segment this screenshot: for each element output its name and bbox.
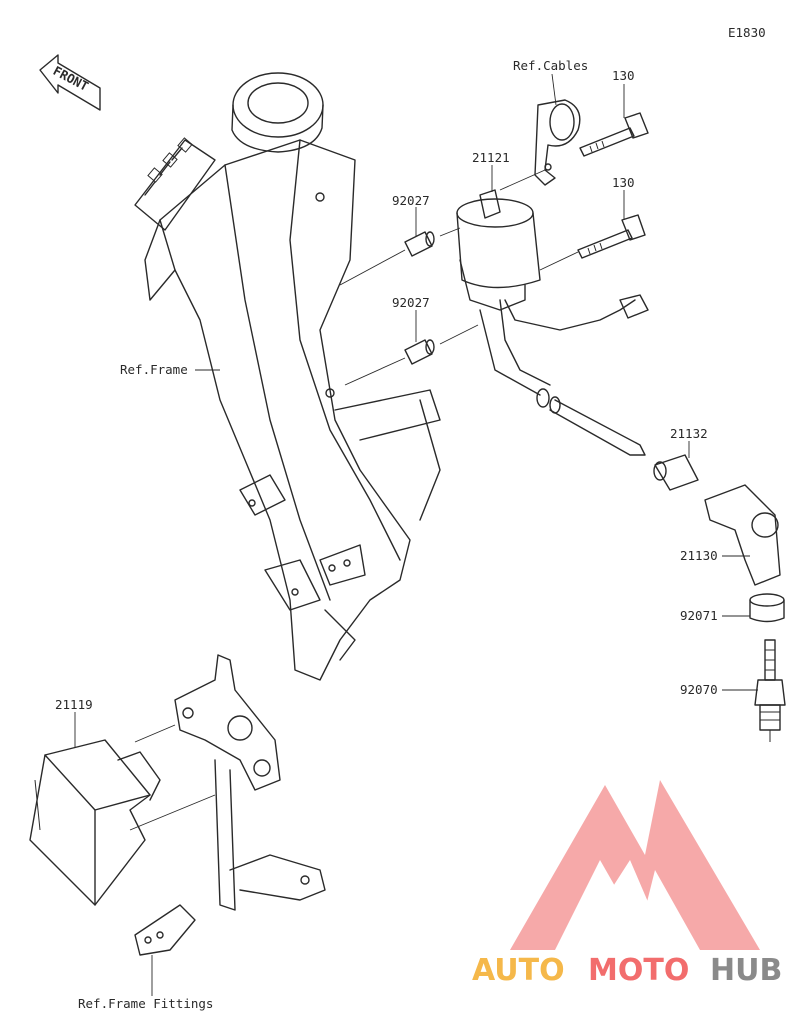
watermark-hub: HUB: [710, 953, 782, 988]
ignition-coil-drawing: [456, 189, 649, 408]
watermark-moto: MOTO: [588, 953, 689, 988]
label-cap-seal: 21132: [670, 426, 708, 441]
frame-fittings-drawing: [134, 654, 326, 956]
label-bolt-lower: 130: [612, 175, 635, 190]
front-label: FRONT: [51, 63, 91, 94]
label-ref-cables: Ref.Cables: [513, 58, 588, 73]
cdi-unit-drawing: [29, 739, 161, 906]
front-arrow-icon: FRONT: [39, 54, 101, 111]
label-ignition-coil: 21121: [472, 150, 510, 165]
plug-cap-drawing: [704, 484, 781, 586]
label-seal: 92071: [680, 608, 718, 623]
label-spark-plug: 92070: [680, 682, 718, 697]
bolt-upper-drawing: [579, 112, 649, 157]
ht-lead-drawing: [549, 396, 646, 456]
frame-drawing: [134, 72, 441, 681]
collar-upper-drawing: [404, 231, 435, 257]
label-plug-cap: 21130: [680, 548, 718, 563]
leader-lines: [74, 73, 758, 996]
bolt-lower-drawing: [577, 214, 646, 259]
label-collar-lower: 92027: [392, 295, 430, 310]
label-collar-upper: 92027: [392, 193, 430, 208]
watermark-auto: AUTO: [472, 953, 565, 988]
collar-lower-drawing: [404, 339, 435, 365]
label-ref-frame-fittings: Ref.Frame Fittings: [78, 996, 213, 1011]
cap-seal-drawing: [653, 454, 699, 491]
cable-clamp-drawing: [534, 99, 581, 186]
diagram-code: E1830: [728, 25, 766, 40]
seal-drawing: [749, 593, 785, 623]
spark-plug-drawing: [754, 639, 786, 742]
label-ref-frame: Ref.Frame: [120, 362, 188, 377]
watermark-logo: AUTO MOTO HUB: [472, 780, 782, 988]
label-bolt-upper: 130: [612, 68, 635, 83]
label-cdi-unit: 21119: [55, 697, 93, 712]
